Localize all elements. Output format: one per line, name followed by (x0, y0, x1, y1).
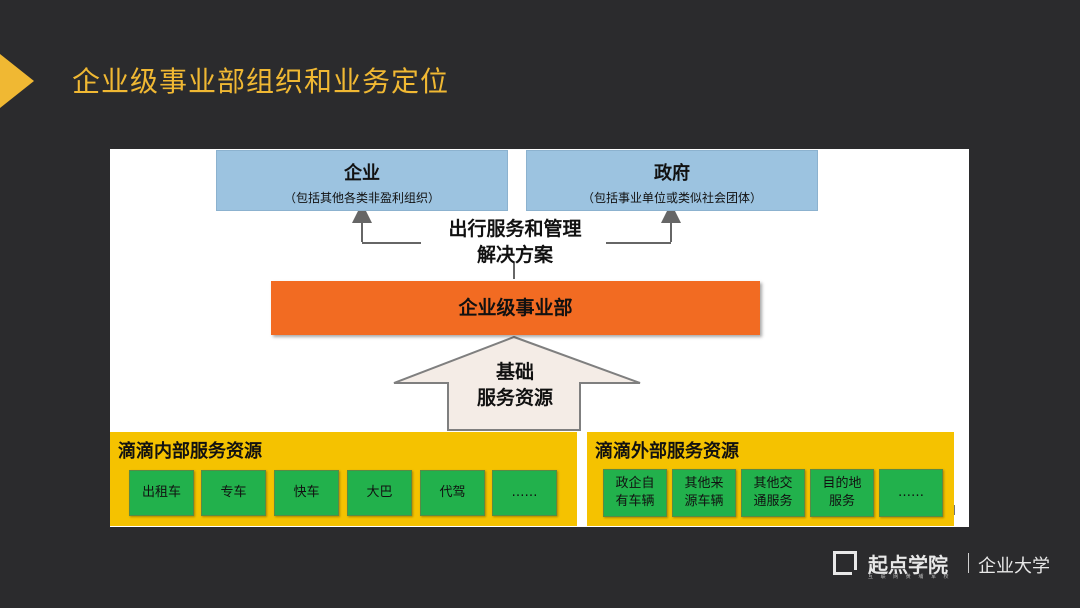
external-item-line: …… (898, 485, 924, 500)
footer-brand-tagline: 互 联 网 黄 埔 军 校 (868, 574, 952, 580)
external-item-line: 服务 (828, 494, 855, 509)
external-item: …… (879, 469, 943, 517)
footer-separator (968, 553, 969, 573)
government-subtitle: （包括事业单位或类似社会团体） (581, 191, 762, 205)
external-item: 目的地 服务 (810, 469, 874, 517)
government-title: 政府 (654, 163, 690, 184)
external-panel-title: 滴滴外部服务资源 (595, 441, 739, 462)
base-resource-label: 基础 服务资源 (450, 359, 580, 419)
enterprise-department-bar: 企业级事业部 (271, 281, 760, 335)
base-resource-line2: 服务资源 (476, 387, 553, 409)
internal-panel-title: 滴滴内部服务资源 (118, 441, 262, 462)
base-resource-line1: 基础 (495, 361, 534, 383)
solution-label-line2: 解决方案 (476, 244, 553, 266)
external-item-line: 通服务 (753, 494, 793, 509)
external-item: 其他来 源车辆 (672, 469, 736, 517)
enterprise-subtitle: （包括其他各类非盈利组织） (283, 191, 440, 205)
internal-item: 大巴 (347, 470, 412, 516)
government-box: 政府 （包括事业单位或类似社会团体） (526, 150, 818, 211)
internal-item: …… (492, 470, 557, 516)
org-diagram: 企业 （包括其他各类非盈利组织） 政府 （包括事业单位或类似社会团体） 出行服务… (110, 149, 969, 527)
enterprise-box: 企业 （包括其他各类非盈利组织） (216, 150, 508, 211)
external-item: 其他交 通服务 (741, 469, 805, 517)
external-resources-panel: 滴滴外部服务资源 政企自 有车辆 其他来 源车辆 其他交 通服务 目的地 服务 … (587, 432, 954, 526)
footer-brand: 起点学院 (868, 553, 948, 577)
upward-arrow-shape (393, 335, 641, 431)
external-item-line: 目的地 (822, 476, 862, 491)
external-item-line: 有车辆 (615, 494, 655, 509)
corner-triangle-decoration (0, 54, 34, 108)
internal-resources-panel: 滴滴内部服务资源 出租车 专车 快车 大巴 代驾 …… (110, 432, 577, 526)
qidian-logo-icon (833, 551, 860, 578)
internal-item: 专车 (201, 470, 266, 516)
external-item-line: 其他交 (753, 476, 793, 491)
external-item: 政企自 有车辆 (603, 469, 667, 517)
enterprise-title: 企业 (344, 163, 380, 184)
internal-item: 快车 (274, 470, 339, 516)
solution-label: 出行服务和管理 解决方案 (410, 216, 620, 270)
footer-subbrand: 企业大学 (978, 556, 1050, 577)
external-item-line: 源车辆 (684, 494, 724, 509)
solution-label-line1: 出行服务和管理 (448, 218, 582, 240)
internal-item: 代驾 (420, 470, 485, 516)
external-item-line: 政企自 (615, 476, 655, 491)
connector-lines (352, 203, 955, 515)
slide-title: 企业级事业部组织和业务定位 (72, 65, 450, 98)
internal-item: 出租车 (129, 470, 194, 516)
external-item-line: 其他来 (684, 476, 724, 491)
